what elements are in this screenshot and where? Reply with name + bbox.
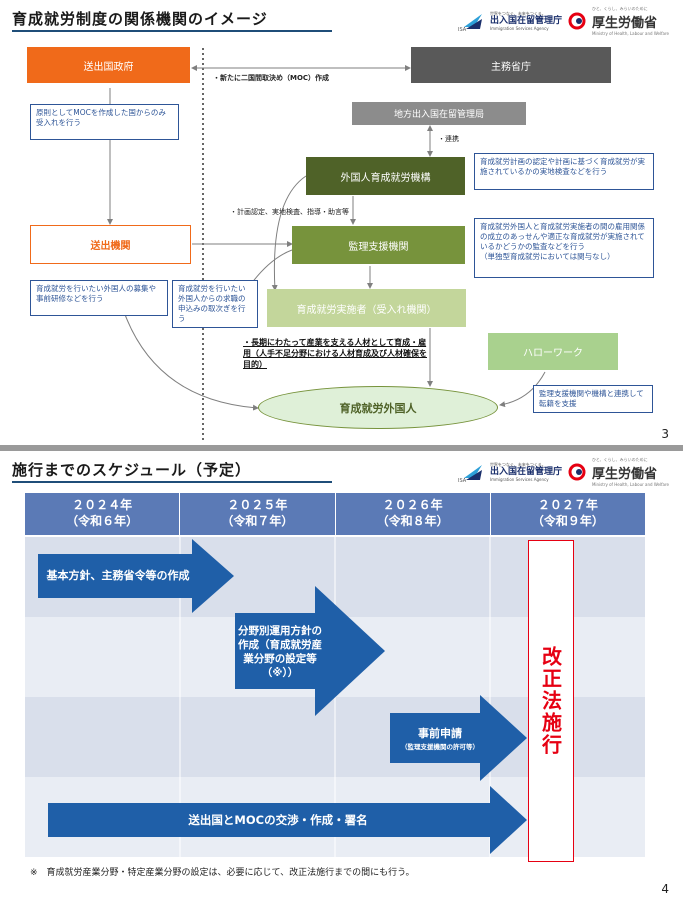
- supervision-note-sub: （単独型育成就労においては関与なし）: [480, 252, 615, 262]
- isa-logo-icon: [463, 14, 482, 29]
- ministries-box: 主務省庁: [411, 47, 611, 83]
- hellowork-note: 監理支援機関や機構と連携して転籍を支援: [533, 385, 653, 413]
- arrow-basic-policy: [38, 539, 234, 613]
- sending-note: 育成就労を行いたい外国人の募集や事前研修などを行う: [30, 280, 168, 316]
- slide-relations: 育成就労制度の関係機関のイメージ 世界をつなぐ、未来をつくる。 出入国在留管理庁…: [0, 0, 683, 445]
- mhlw-tagline: ひと、くらし、みらいのために: [591, 457, 648, 462]
- isa-mark: ISA: [458, 478, 467, 484]
- logos: 世界をつなぐ、未来をつくる。 出入国在留管理庁 Immigration Serv…: [462, 457, 669, 487]
- arrow-moc: [48, 786, 527, 854]
- mhlw-subtitle: Ministry of Health, Labour and Welfare: [591, 482, 669, 487]
- mhlw-logo-icon: [568, 12, 586, 30]
- isa-subtitle: Immigration Services Agency: [489, 477, 549, 483]
- hellowork-box: ハローワーク: [488, 333, 618, 370]
- page-number: 4: [661, 882, 669, 896]
- foreign-org-note: 育成就労計画の認定や計画に基づく育成就労が実施されているかの実地検査などを行う: [474, 153, 654, 190]
- mhlw-tagline: ひと、くらし、みらいのために: [591, 6, 648, 11]
- schedule-arrows: [38, 537, 527, 857]
- supervision-org-box: 監理支援機関: [292, 226, 465, 264]
- isa-name: 出入国在留管理庁: [489, 15, 562, 26]
- logos: 世界をつなぐ、未来をつくる。 出入国在留管理庁 Immigration Serv…: [462, 6, 669, 36]
- slide-schedule: 施行までのスケジュール（予定） 世界をつなぐ、未来をつくる。 出入国在留管理庁 …: [0, 451, 683, 900]
- enforcement-box: 改正法施行: [528, 540, 574, 862]
- arrow-moc-label: 送出国とMOCの交渉・作成・署名: [188, 813, 368, 827]
- long-term-label: ・長期にわたって産業を支える人材として育成・雇用（人手不足分野における人材育成及…: [243, 338, 427, 369]
- mhlw-subtitle: Ministry of Health, Labour and Welfare: [591, 31, 669, 36]
- arrow-pre-application: [390, 695, 527, 781]
- sending-gov-box: 送出国政府: [27, 47, 190, 83]
- isa-mark: ISA: [458, 27, 467, 33]
- foreign-org-box: 外国人育成就労機構: [306, 157, 465, 195]
- slide-title: 育成就労制度の関係機関のイメージ: [12, 10, 268, 28]
- coop-label: ・連携: [438, 135, 459, 143]
- regional-bureau-box: 地方出入国在留管理局: [352, 102, 526, 125]
- isa-tagline: 世界をつなぐ、未来をつくる。: [489, 10, 546, 16]
- isa-name: 出入国在留管理庁: [489, 466, 562, 477]
- slide-title: 施行までのスケジュール（予定）: [12, 461, 251, 479]
- year-col-2024: ２０２４年（令和６年）: [25, 493, 181, 535]
- pre-application-sub: （監理支援機関の許可等）: [401, 743, 479, 751]
- year-col-2027: ２０２７年（令和９年）: [490, 493, 645, 535]
- mhlw-logo-icon: [568, 463, 586, 481]
- worker-oval: 育成就労外国人: [258, 386, 498, 429]
- enforcement-label: 改正法施行: [538, 646, 563, 756]
- arrow-field-policy-label: 分野別運用方針の作成（育成就労産業分野の設定等（※））: [238, 624, 322, 680]
- gov-note: 原則としてMOCを作成した国からのみ受入れを行う: [30, 104, 179, 140]
- title-underline: [12, 481, 332, 483]
- year-col-2026: ２０２６年（令和８年）: [335, 493, 491, 535]
- sending-org-box: 送出機関: [30, 225, 191, 264]
- year-header: ２０２４年（令和６年） ２０２５年（令和７年） ２０２６年（令和８年） ２０２７…: [25, 493, 645, 535]
- mhlw-name: 厚生労働省: [591, 467, 657, 482]
- isa-tagline: 世界をつなぐ、未来をつくる。: [489, 461, 546, 467]
- title-underline: [12, 30, 332, 32]
- isa-logo-icon: [463, 465, 482, 480]
- mhlw-name: 厚生労働省: [591, 16, 657, 31]
- footnote: ※ 育成就労産業分野・特定産業分野の設定は、必要に応じて、改正法施行までの間にも…: [30, 868, 415, 878]
- arrow-pre-application-label: 事前申請 （監理支援機関の許可等）: [390, 713, 490, 763]
- moc-label: ・新たに二国間取決め（MOC）作成: [213, 74, 330, 82]
- implementer-box: 育成就労実施者（受入れ機関）: [267, 289, 466, 327]
- apply-note: 育成就労を行いたい外国人からの求職の申込みの取次ぎを行う: [172, 280, 258, 328]
- supervision-note-main: 育成就労外国人と育成就労実施者の間の雇用関係の成立のあっせんや適正な育成就労が実…: [480, 222, 645, 252]
- supervision-note: 育成就労外国人と育成就労実施者の間の雇用関係の成立のあっせんや適正な育成就労が実…: [474, 218, 654, 278]
- arrow-field-policy: [235, 586, 385, 716]
- pre-application-title: 事前申請: [418, 727, 462, 740]
- arrow-basic-policy-label: 基本方針、主務省令等の作成: [46, 568, 190, 582]
- year-col-2025: ２０２５年（令和７年）: [180, 493, 336, 535]
- isa-subtitle: Immigration Services Agency: [489, 26, 549, 32]
- inspection-label: ・計画認定、実地検査、指導・助言等: [230, 208, 349, 216]
- page-number: 3: [661, 427, 669, 441]
